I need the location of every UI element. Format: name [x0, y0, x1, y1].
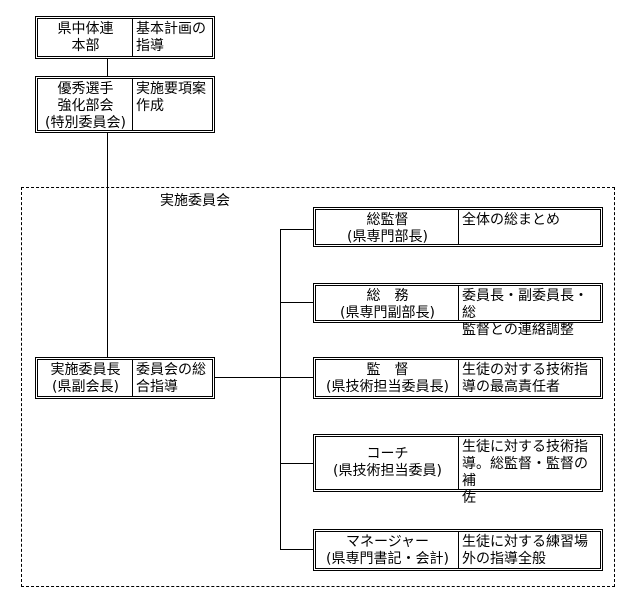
role-description: 全体の総まとめ	[462, 212, 560, 228]
connector-branch-3	[280, 377, 313, 378]
role-label: 監 督 (県技術担当委員長)	[316, 360, 459, 396]
role-label: 実施委員長 (県副会長)	[38, 360, 133, 396]
connector-branch-4	[280, 463, 313, 464]
connector-top	[107, 58, 108, 76]
connector-branch-2	[280, 302, 313, 303]
role-description: 生徒の対する技術指 導の最高責任者	[462, 362, 588, 395]
role-description: 生徒に対する技術指 導。総監督・監督の補 佐	[462, 439, 588, 506]
role-label: 優秀選手 強化部会 (特別委員会)	[38, 79, 133, 131]
role-label: 県中体連 本部	[38, 19, 133, 56]
role-description: 委員会の総 合指導	[136, 362, 206, 395]
connector-vertical-trunk	[280, 229, 281, 549]
role-label: 総監督 (県専門部長)	[316, 210, 459, 245]
role-label: マネージャー (県専門書記・会計)	[316, 532, 459, 568]
org-box-manager: マネージャー (県専門書記・会計) 生徒に対する練習場 外の指導全般	[313, 529, 603, 571]
role-description: 基本計画の 指導	[136, 21, 206, 54]
org-box-prefecture-hq: 県中体連 本部 基本計画の 指導	[35, 16, 215, 59]
connector-branch-5	[280, 549, 313, 550]
committee-title: 実施委員会	[160, 193, 230, 209]
org-box-committee-chair: 実施委員長 (県副会長) 委員会の総 合指導	[35, 357, 215, 399]
org-box-general-manager: 総監督 (県専門部長) 全体の総まとめ	[313, 207, 603, 247]
role-label: 総 務 (県専門副部長)	[316, 286, 459, 321]
connector-to-chair	[107, 132, 108, 357]
org-box-director: 監 督 (県技術担当委員長) 生徒の対する技術指 導の最高責任者	[313, 357, 603, 399]
role-label: コーチ (県技術担当委員)	[316, 437, 459, 489]
org-box-coach: コーチ (県技術担当委員) 生徒に対する技術指 導。総監督・監督の補 佐	[313, 434, 603, 506]
connector-branch-1	[280, 229, 313, 230]
role-description: 委員長・副委員長・総 監督との連絡調整	[462, 288, 588, 338]
org-box-special-committee: 優秀選手 強化部会 (特別委員会) 実施要項案 作成	[35, 76, 215, 133]
role-description: 生徒に対する練習場 外の指導全般	[462, 534, 588, 567]
connector-chair-trunk	[215, 377, 280, 378]
role-description: 実施要項案 作成	[136, 81, 206, 114]
org-box-general-affairs: 総 務 (県専門副部長) 委員長・副委員長・総 監督との連絡調整	[313, 283, 603, 338]
committee-frame	[21, 187, 615, 587]
